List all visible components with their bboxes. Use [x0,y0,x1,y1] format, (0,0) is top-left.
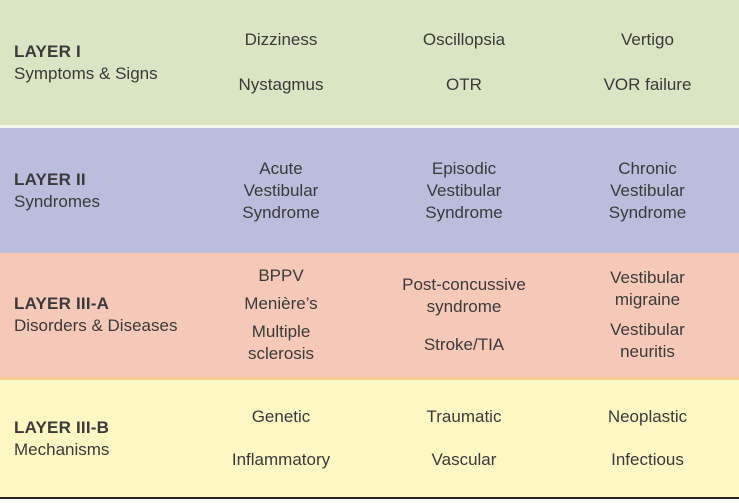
item-otr: OTR [446,75,482,94]
item-line: neuritis [620,342,675,361]
item-line: Syndrome [425,202,503,222]
layer-1-label: LAYER I Symptoms & Signs [0,41,190,85]
layer-2-subtitle: Syndromes [14,191,100,211]
layer-1-col-1: Dizziness Nystagmus [190,0,372,125]
layer-3b-col-3: Neoplastic Infectious [556,380,739,497]
layer-3b-row: LAYER III-B Mechanisms Genetic Inflammat… [0,380,739,497]
item-vascular: Vascular [431,449,497,469]
row-divider-orange [0,377,739,380]
item-traumatic: Traumatic [426,407,502,427]
item-line: Episodic [431,158,497,178]
item-dizziness: Dizziness [244,30,318,49]
layer-3a-col-2: Post-concussive syndrome Stroke/TIA [372,253,556,377]
item-line: sclerosis [247,344,315,363]
layer-1-row: LAYER I Symptoms & Signs Dizziness Nysta… [0,0,739,125]
item-line: Syndrome [242,202,320,222]
item-line: Chronic [618,158,677,178]
item-vor-failure: VOR failure [603,75,692,94]
item-stroke-tia: Stroke/TIA [423,334,505,354]
item-nystagmus: Nystagmus [238,75,324,94]
item-multiple-sclerosis: Multiple sclerosis [248,321,314,365]
layer-3a-col-1: BPPV Menière’s Multiple sclerosis [190,253,372,377]
row-gap [0,125,739,128]
item-vestibular-migraine: Vestibular migraine [610,267,685,311]
item-line: migraine [614,290,681,309]
item-oscillopsia: Oscillopsia [422,30,506,49]
item-episodic-vestibular-syndrome: Episodic Vestibular Syndrome [425,158,502,224]
item-line: Syndrome [608,202,687,222]
item-line: Multiple [251,322,311,341]
item-line: Vestibular [610,320,685,339]
layer-2-row: LAYER II Syndromes Acute Vestibular Synd… [0,128,739,253]
layer-3a-title: LAYER III-A [14,294,110,313]
item-genetic: Genetic [251,407,311,427]
item-inflammatory: Inflammatory [231,449,331,469]
item-line: Vestibular [426,180,502,200]
item-menieres: Menière’s [244,294,318,313]
layer-3a-label: LAYER III-A Disorders & Diseases [0,293,190,337]
layer-3b-subtitle: Mechanisms [14,439,110,459]
item-acute-vestibular-syndrome: Acute Vestibular Syndrome [242,158,319,224]
layer-3a-col-3: Vestibular migraine Vestibular neuritis [556,253,739,377]
item-line: syndrome [426,297,502,317]
layer-3a-subtitle: Disorders & Diseases [14,316,178,335]
item-infectious: Infectious [611,449,684,469]
layer-3b-title: LAYER III-B [14,417,110,437]
layer-3b-label: LAYER III-B Mechanisms [0,417,190,461]
item-vertigo: Vertigo [621,30,674,49]
layer-3b-col-2: Traumatic Vascular [372,380,556,497]
layer-2-col-3: Chronic Vestibular Syndrome [556,128,739,253]
item-line: Post-concussive [402,275,526,295]
item-line: Vestibular [610,268,685,287]
layer-3b-col-1: Genetic Inflammatory [190,380,372,497]
bottom-border-line [0,497,739,499]
layer-1-subtitle: Symptoms & Signs [14,63,158,83]
layer-2-title: LAYER II [14,169,86,189]
layer-1-col-2: Oscillopsia OTR [372,0,556,125]
item-chronic-vestibular-syndrome: Chronic Vestibular Syndrome [609,158,686,224]
item-line: Acute [259,158,303,178]
layer-2-col-1: Acute Vestibular Syndrome [190,128,372,253]
layer-3a-row: LAYER III-A Disorders & Diseases BPPV Me… [0,253,739,377]
layer-1-col-3: Vertigo VOR failure [556,0,739,125]
layer-2-col-2: Episodic Vestibular Syndrome [372,128,556,253]
item-neoplastic: Neoplastic [607,407,688,427]
layer-1-title: LAYER I [14,41,81,61]
item-vestibular-neuritis: Vestibular neuritis [610,319,685,363]
item-line: Vestibular [243,180,319,200]
item-bppv: BPPV [258,266,304,285]
item-line: Vestibular [610,180,685,200]
item-post-concussive-syndrome: Post-concussive syndrome [402,274,526,318]
layer-2-label: LAYER II Syndromes [0,169,190,213]
